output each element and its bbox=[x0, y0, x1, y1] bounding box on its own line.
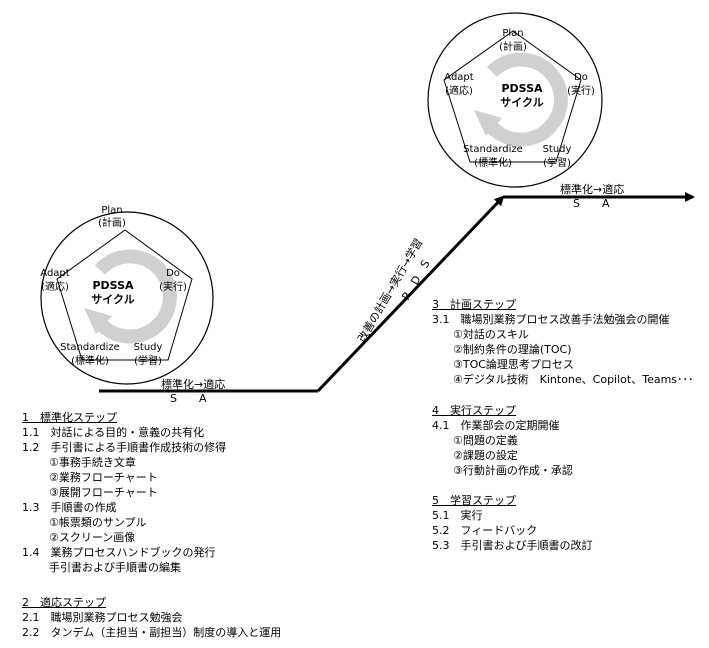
label-standardize-ja: (標準化) bbox=[474, 156, 512, 169]
step-item: 1.1 対話による目的・意義の共有化 bbox=[22, 426, 205, 439]
step-heading: 5 学習ステップ bbox=[432, 494, 516, 507]
step-do: 4 実行ステップ 4.1 作業部会の定期開催 ①問題の定義 ②課題の設定 ③行動… bbox=[432, 403, 573, 478]
step-subitem: ④デジタル技術 Kintone、Copilot、Teams･･･ bbox=[453, 373, 694, 386]
label-adapt: Adapt bbox=[444, 72, 473, 83]
step-subitem: ①問題の定義 bbox=[453, 434, 518, 447]
label-do-ja: (実行) bbox=[159, 280, 187, 293]
step-item: 1.2 手引書による手順書作成技術の修得 bbox=[22, 441, 227, 454]
step-item: 1.4 業務プロセスハンドブックの発行 bbox=[22, 546, 216, 559]
cycle-arrow-icon bbox=[484, 52, 568, 147]
step-standardize: 1 標準化ステップ 1.1 対話による目的・意義の共有化 1.2 手引書による手… bbox=[22, 410, 226, 575]
step-item: 1.3 手順書の作成 bbox=[22, 501, 117, 514]
pdssa-cycle-upper: Plan (計画) Do (実行) Study (学習) Standardize… bbox=[427, 12, 603, 188]
step-subitem: ②業務フローチャート bbox=[49, 471, 158, 484]
flow-label-lower: 標準化→適応 bbox=[161, 377, 225, 391]
pdssa-cycle-lower: Plan (計画) Do (実行) Study (学習) Standardize… bbox=[40, 205, 214, 385]
step-item: 3.1 職場別業務プロセス改善手法勉強会の開催 bbox=[432, 313, 670, 326]
step-item: 5.3 手引書および手順書の改訂 bbox=[432, 539, 593, 552]
step-subitem: ③展開フローチャート bbox=[49, 486, 158, 499]
step-study: 5 学習ステップ 5.1 実行 5.2 フィードバック 5.3 手引書および手順… bbox=[432, 493, 593, 553]
label-plan: Plan bbox=[502, 28, 523, 39]
cycle-outer-circle bbox=[40, 211, 214, 385]
cycle-pentagon bbox=[56, 229, 193, 361]
label-do-ja: (実行) bbox=[567, 84, 595, 97]
step-item: 5.2 フィードバック bbox=[432, 524, 538, 537]
step-subitem: ③TOC論理思考プロセス bbox=[453, 358, 574, 371]
step-subitem: ①事務手続き文章 bbox=[49, 456, 136, 469]
flow-label-upper: 標準化→適応 bbox=[560, 182, 624, 196]
flow-line-diagonal bbox=[316, 195, 505, 393]
cycle-center-subtitle: サイクル bbox=[91, 293, 134, 306]
step-subitem: ①帳票類のサンプル bbox=[49, 516, 147, 529]
label-do: Do bbox=[574, 72, 588, 83]
label-plan: Plan bbox=[101, 205, 122, 216]
label-study-ja: (学習) bbox=[543, 156, 571, 169]
label-study-ja: (学習) bbox=[134, 354, 162, 367]
step-item: 4.1 作業部会の定期開催 bbox=[432, 419, 560, 432]
cycle-center-title: PDSSA bbox=[501, 82, 543, 95]
step-item: 5.1 実行 bbox=[432, 509, 483, 522]
step-heading: 4 実行ステップ bbox=[432, 404, 516, 417]
label-adapt: Adapt bbox=[40, 268, 69, 279]
step-subitem: ②課題の設定 bbox=[453, 449, 518, 462]
step-subitem: ③行動計画の作成・承認 bbox=[453, 464, 573, 477]
step-subitem: ②スクリーン画像 bbox=[49, 531, 136, 544]
label-standardize-ja: (標準化) bbox=[71, 354, 109, 367]
step-subitem: ①対話のスキル bbox=[453, 328, 529, 341]
label-study: Study bbox=[543, 144, 572, 155]
flow-letters-upper: S A bbox=[573, 197, 610, 210]
label-do: Do bbox=[166, 268, 180, 279]
cycle-arrow-icon bbox=[94, 249, 177, 344]
flow-letters-lower: S A bbox=[170, 392, 207, 405]
step-plan: 3 計画ステップ 3.1 職場別業務プロセス改善手法勉強会の開催 ①対話のスキル… bbox=[432, 297, 694, 387]
step-item: 2.1 職場別業務プロセス勉強会 bbox=[22, 611, 183, 624]
cycle-outer-circle bbox=[427, 12, 603, 188]
label-plan-ja: (計画) bbox=[499, 40, 527, 53]
step-subitem: ②制約条件の理論(TOC) bbox=[453, 343, 572, 356]
label-plan-ja: (計画) bbox=[98, 216, 126, 229]
step-heading: 3 計画ステップ bbox=[432, 298, 516, 311]
label-standardize: Standardize bbox=[60, 342, 120, 353]
label-study: Study bbox=[134, 342, 163, 353]
cycle-pentagon bbox=[443, 30, 582, 163]
label-adapt-ja: (適応) bbox=[41, 280, 69, 293]
label-adapt-ja: (適応) bbox=[445, 84, 473, 97]
step-item: 2.2 タンデム（主担当・副担当）制度の導入と運用 bbox=[22, 626, 282, 639]
step-heading: 1 標準化ステップ bbox=[22, 411, 117, 424]
step-adapt: 2 適応ステップ 2.1 職場別業務プロセス勉強会 2.2 タンデム（主担当・副… bbox=[22, 595, 281, 640]
step-heading: 2 適応ステップ bbox=[22, 596, 106, 609]
step-subitem: 手引書および手順書の編集 bbox=[49, 561, 181, 574]
cycle-center-title: PDSSA bbox=[92, 279, 134, 292]
cycle-center-subtitle: サイクル bbox=[500, 96, 543, 109]
label-standardize: Standardize bbox=[463, 144, 523, 155]
